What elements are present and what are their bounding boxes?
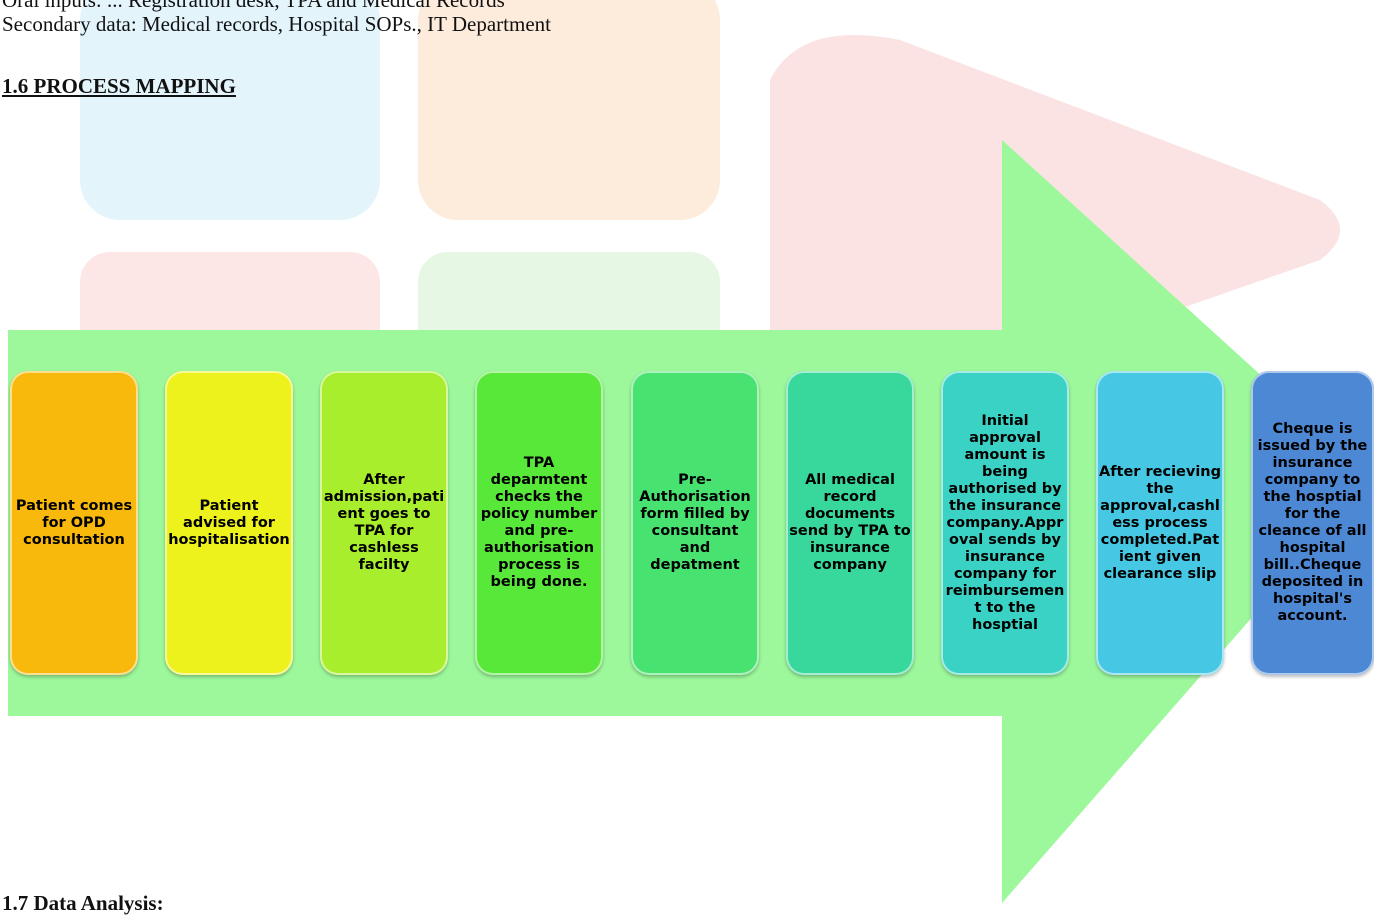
process-step-label: After recieving the approval,cashless pr… bbox=[1099, 463, 1222, 582]
process-step-7: Initial approval amount is being authori… bbox=[941, 371, 1069, 675]
process-step-4: TPA deparmtent checks the policy number … bbox=[475, 371, 603, 675]
process-step-9: Cheque is issued by the insurance compan… bbox=[1251, 371, 1374, 675]
process-step-label: Cheque is issued by the insurance compan… bbox=[1257, 421, 1368, 624]
process-step-label: Initial approval amount is being authori… bbox=[945, 412, 1065, 633]
process-step-label: Patient advised for hospitalisation bbox=[168, 497, 290, 548]
process-step-label: All medical record documents send by TPA… bbox=[789, 472, 911, 573]
oral-inputs-line: Oral inputs: ... Registration desk, TPA … bbox=[2, 0, 505, 12]
section-heading-data-analysis: 1.7 Data Analysis: bbox=[2, 891, 164, 915]
process-step-6: All medical record documents send by TPA… bbox=[786, 371, 914, 675]
process-step-label: TPA deparmtent checks the policy number … bbox=[480, 455, 598, 590]
process-step-5: Pre-Authorisation form filled by consult… bbox=[631, 371, 759, 675]
process-step-8: After recieving the approval,cashless pr… bbox=[1096, 371, 1224, 675]
watermark-tile-orange bbox=[418, 0, 720, 220]
process-step-label: Patient comes for OPD consultation bbox=[15, 497, 133, 548]
process-step-2: Patient advised for hospitalisation bbox=[165, 371, 293, 675]
process-step-label: Pre-Authorisation form filled by consult… bbox=[639, 472, 751, 573]
process-step-1: Patient comes for OPD consultation bbox=[10, 371, 138, 675]
process-step-label: After admission,patient goes to TPA for … bbox=[323, 472, 445, 573]
process-step-3: After admission,patient goes to TPA for … bbox=[320, 371, 448, 675]
watermark-tile-blue bbox=[80, 0, 380, 220]
secondary-data-line: Secondary data: Medical records, Hospita… bbox=[2, 12, 551, 36]
section-heading-process-mapping: 1.6 PROCESS MAPPING bbox=[2, 74, 236, 98]
